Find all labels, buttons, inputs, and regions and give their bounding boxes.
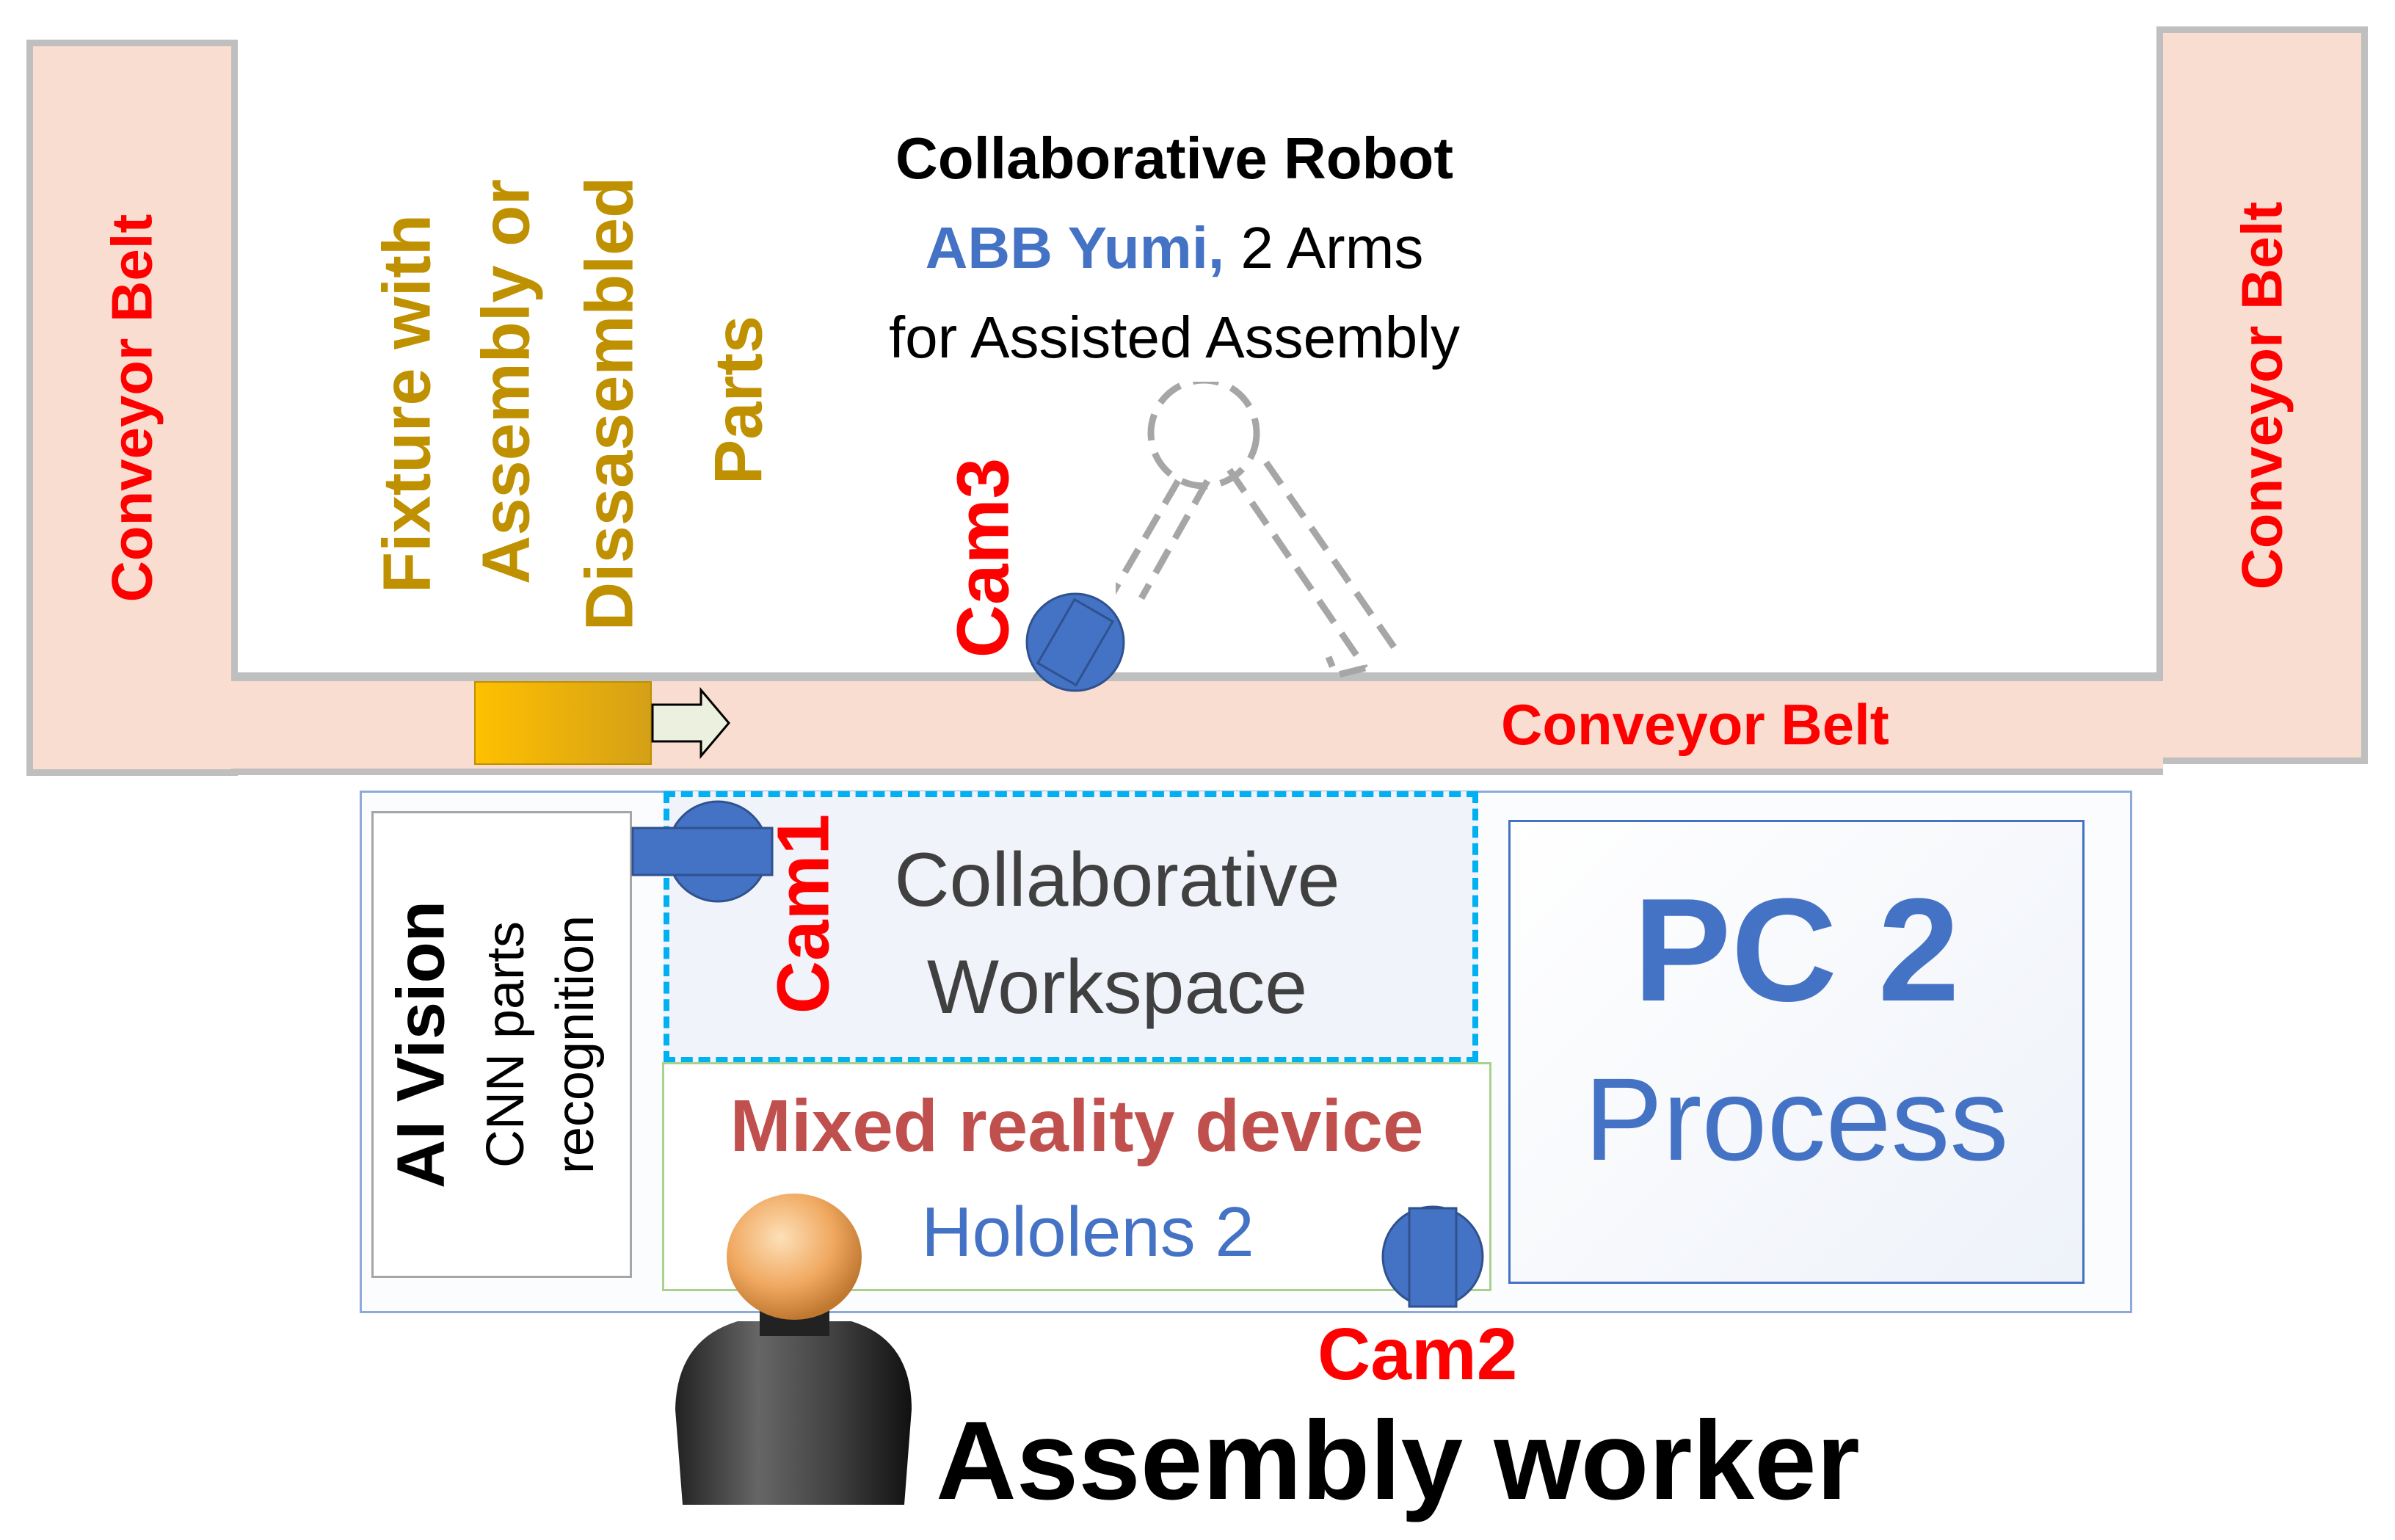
cam3-label: Cam3 — [942, 457, 1025, 658]
conveyor-belt-bottom-label: Conveyor Belt — [1501, 692, 1889, 757]
fixture-label-line3: Dissasembled — [572, 176, 647, 631]
cam3-label-wrap: Cam3 — [940, 448, 1028, 668]
robot-arms: 2 Arms — [1224, 215, 1424, 280]
robot-arm-icon — [1116, 382, 1401, 680]
fixture-label-line4: Parts — [701, 315, 777, 485]
ai-vision-line2: recognition — [546, 915, 605, 1174]
camera-icon-cam2 — [1381, 1205, 1484, 1308]
workspace-line1: Collaborative — [894, 838, 1340, 923]
ai-vision-box: AI Vision CNN parts recognition — [371, 811, 632, 1278]
collaborative-workspace: Collaborative Workspace — [664, 791, 1478, 1063]
conveyor-belt-right: Conveyor Belt — [2156, 26, 2368, 764]
cam1-label-wrap: Cam1 — [760, 804, 848, 1024]
mixed-reality-box: Mixed reality device Hololens 2 — [662, 1062, 1491, 1291]
mixed-reality-title: Mixed reality device — [730, 1085, 1424, 1167]
conveyor-belt-left-label: Conveyor Belt — [99, 214, 164, 602]
ai-vision-title: AI Vision — [383, 901, 459, 1188]
camera-icon-cam1 — [631, 800, 774, 903]
pc-box: PC 2 Process — [1508, 820, 2085, 1284]
worker-icon — [675, 1194, 912, 1505]
arrow-right-icon — [651, 686, 730, 760]
mixed-reality-device: Hololens 2 — [921, 1193, 1254, 1271]
robot-description: Collaborative Robot ABB Yumi, 2 Arms for… — [800, 114, 1549, 382]
ai-vision-line1: CNN parts — [476, 920, 535, 1169]
cam2-label: Cam2 — [1318, 1313, 1518, 1395]
worker-label: Assembly worker — [936, 1398, 1860, 1523]
fixture-label-line2: Assembly or — [468, 178, 544, 585]
camera-icon-cam3 — [1025, 592, 1125, 692]
workspace-line2: Workspace — [926, 945, 1308, 1030]
pc-title: PC 2 — [1633, 868, 1960, 1032]
cam1-label: Cam1 — [762, 813, 845, 1014]
robot-model: ABB Yumi, — [925, 215, 1225, 280]
fixture-label-line1: Fixture with — [369, 214, 445, 594]
fixture-block — [474, 681, 652, 765]
robot-title: Collaborative Robot — [895, 126, 1454, 191]
robot-model-line: ABB Yumi, 2 Arms — [800, 203, 1549, 293]
pc-subtitle: Process — [1584, 1053, 2009, 1185]
conveyor-belt-right-label: Conveyor Belt — [2229, 201, 2294, 589]
robot-purpose: for Assisted Assembly — [888, 305, 1461, 370]
conveyor-belt-left: Conveyor Belt — [26, 40, 238, 776]
